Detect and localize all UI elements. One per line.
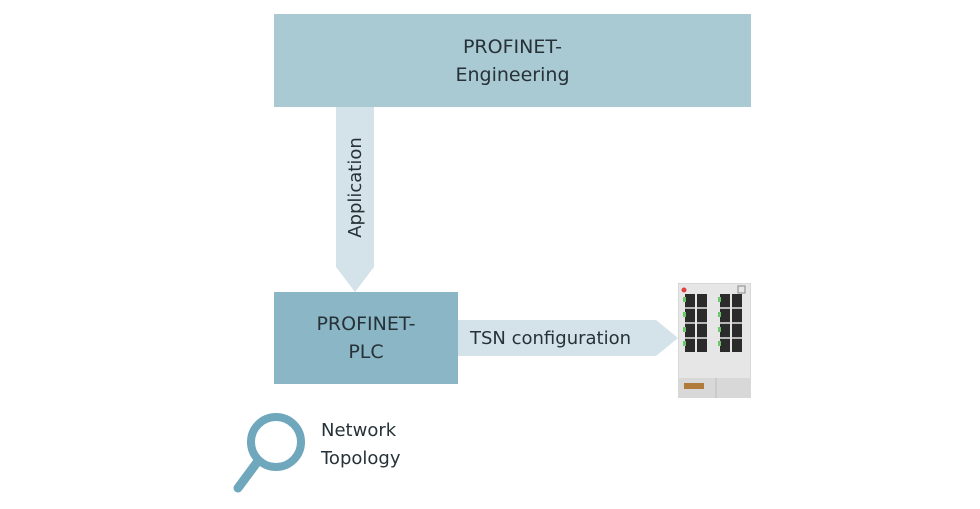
application-arrow <box>336 107 374 292</box>
tsn-configuration-label: TSN configuration <box>470 327 632 349</box>
network-topology-line2: Topology <box>321 448 401 469</box>
plc-title-line1: PROFINET- <box>316 313 416 335</box>
application-label-wrap: Application <box>336 107 374 267</box>
magnifier-icon <box>233 413 305 493</box>
application-label: Application <box>344 136 366 238</box>
engineering-title-line1: PROFINET- <box>462 35 563 58</box>
profinet-engineering-box: PROFINET- Engineering <box>274 14 751 107</box>
plc-title-line2: PLC <box>348 341 384 363</box>
profinet-plc-box: PROFINET- PLC <box>274 292 458 384</box>
tsn-switch-icon <box>678 283 751 398</box>
tsn-configuration-arrow <box>458 320 678 356</box>
network-topology-line1: Network <box>321 420 397 441</box>
engineering-title-line2: Engineering <box>455 63 570 86</box>
network-topology-label: Network Topology <box>321 417 400 473</box>
